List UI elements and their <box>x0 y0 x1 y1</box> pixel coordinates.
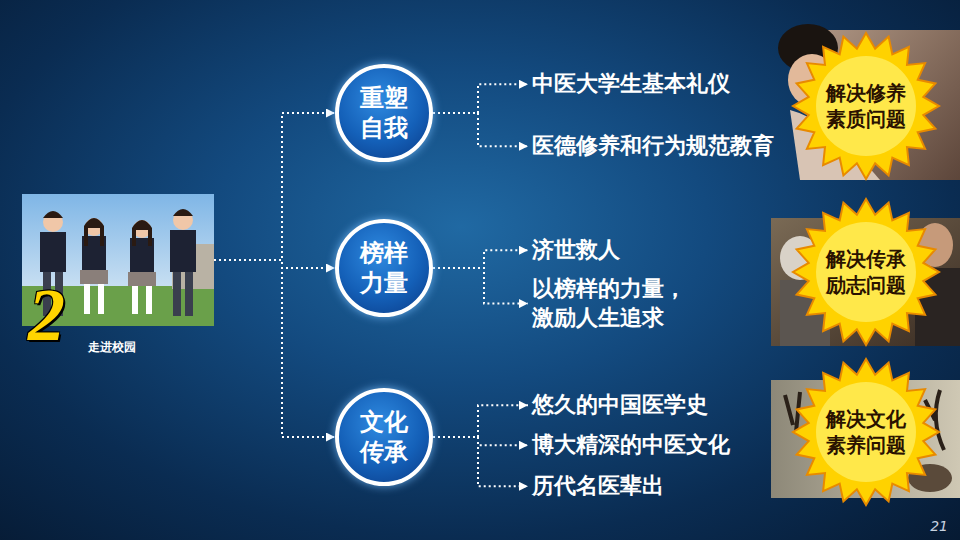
node-label: 济世救人 <box>532 236 620 265</box>
dotted-connector <box>214 260 335 437</box>
starburst-glow <box>816 382 916 482</box>
starburst-shape <box>791 197 941 347</box>
result-starburst: 解决文化 素养问题 <box>791 357 941 507</box>
dotted-connector <box>433 437 528 445</box>
node-label: 解决传承 励志问题 <box>822 246 910 298</box>
starburst-glow <box>816 56 916 156</box>
node-label: 文化 传承 <box>355 407 413 467</box>
dotted-connector <box>433 268 528 304</box>
result-starburst: 解决传承 励志问题 <box>791 197 941 347</box>
campus-photo-box: 2走进校园 <box>22 194 214 326</box>
node-label: 榜样 力量 <box>355 238 413 298</box>
starburst-outline <box>793 199 939 345</box>
photo-top <box>778 24 960 180</box>
starburst-glow <box>816 222 916 322</box>
node-label: 重塑 自我 <box>355 83 413 143</box>
node-label: 悠久的中国医学史 <box>532 391 708 420</box>
section-title: 走进校园 <box>88 340 136 354</box>
topic-circle: 重塑 自我 <box>335 64 433 162</box>
dotted-connector <box>214 113 335 260</box>
item-text: 以榜样的力量， 激励人生追求 <box>528 273 697 334</box>
node-label: 医德修养和行为规范教育 <box>532 132 774 161</box>
starburst-shape <box>791 31 941 181</box>
dotted-connector <box>433 405 528 437</box>
node-label: 博大精深的中医文化 <box>532 431 730 460</box>
starburst-outline <box>793 33 939 179</box>
dotted-connector <box>433 113 528 146</box>
topic-circle: 榜样 力量 <box>335 219 433 317</box>
item-text: 医德修养和行为规范教育 <box>528 130 778 163</box>
dotted-connector <box>433 84 528 113</box>
item-text: 历代名医辈出 <box>528 470 668 503</box>
topic-circle: 文化 传承 <box>335 388 433 486</box>
node-label: 中医大学生基本礼仪 <box>532 70 730 99</box>
node-label: 历代名医辈出 <box>532 472 664 501</box>
node-label: 解决修养 素质问题 <box>822 80 910 132</box>
node-label: 以榜样的力量， 激励人生追求 <box>532 275 693 332</box>
dotted-connector <box>214 260 335 268</box>
starburst-outline <box>793 359 939 505</box>
page-number: 21 <box>930 518 948 534</box>
node-label: 解决文化 素养问题 <box>822 406 910 458</box>
item-text: 博大精深的中医文化 <box>528 429 734 462</box>
dotted-connector <box>433 250 528 268</box>
section-number: 2 <box>28 278 65 352</box>
item-text: 中医大学生基本礼仪 <box>528 68 734 101</box>
dotted-connector <box>433 437 528 486</box>
starburst-shape <box>791 357 941 507</box>
result-starburst: 解决修养 素质问题 <box>791 31 941 181</box>
item-text: 悠久的中国医学史 <box>528 389 712 422</box>
item-text: 济世救人 <box>528 234 624 267</box>
photo-bottom <box>771 380 960 498</box>
